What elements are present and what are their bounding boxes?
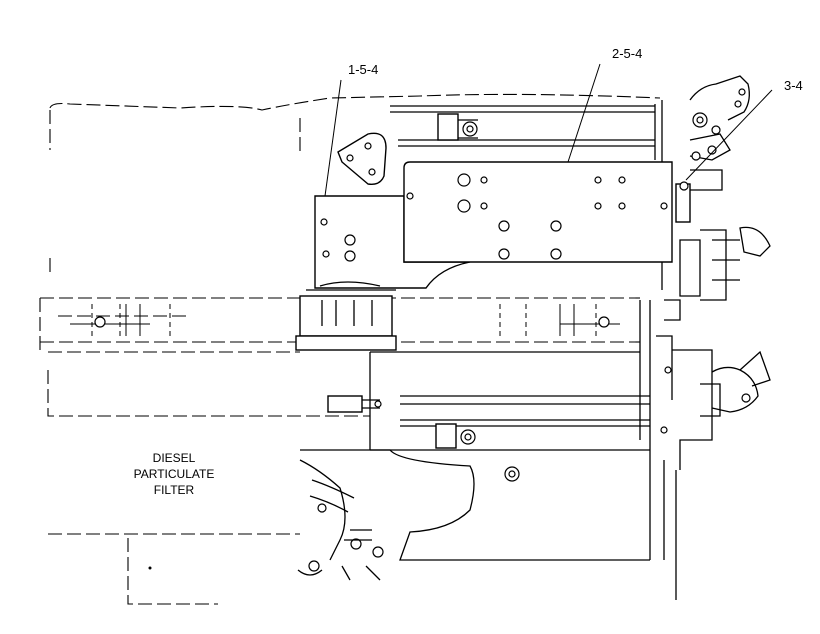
right-side-engine-components — [656, 75, 771, 600]
phantom-outline-lower — [48, 533, 300, 605]
callout-3-4: 3-4 — [784, 78, 803, 93]
triangle-bracket — [337, 132, 387, 186]
center-coupling — [295, 281, 397, 351]
reference-dot — [148, 566, 152, 570]
dpf-label-line-3: FILTER — [154, 483, 195, 497]
pipe-fitting — [327, 395, 382, 413]
lower-mount-bracket — [297, 449, 650, 581]
middle-tube — [39, 297, 640, 352]
callout-1-5-4: 1-5-4 — [348, 62, 378, 77]
bracket-plate-2-5-4 — [403, 161, 691, 263]
dpf-label-line-2: PARTICULATE — [134, 467, 215, 481]
phantom-outline-upper — [49, 93, 661, 272]
upper-clamp — [437, 113, 478, 141]
lower-housing — [47, 300, 651, 560]
callout-2-5-4: 2-5-4 — [612, 46, 642, 61]
lower-clamp — [435, 423, 476, 449]
callout-leaders — [324, 63, 773, 197]
dpf-label: DIESEL PARTICULATE FILTER — [134, 451, 215, 497]
dpf-label-line-1: DIESEL — [153, 451, 196, 465]
